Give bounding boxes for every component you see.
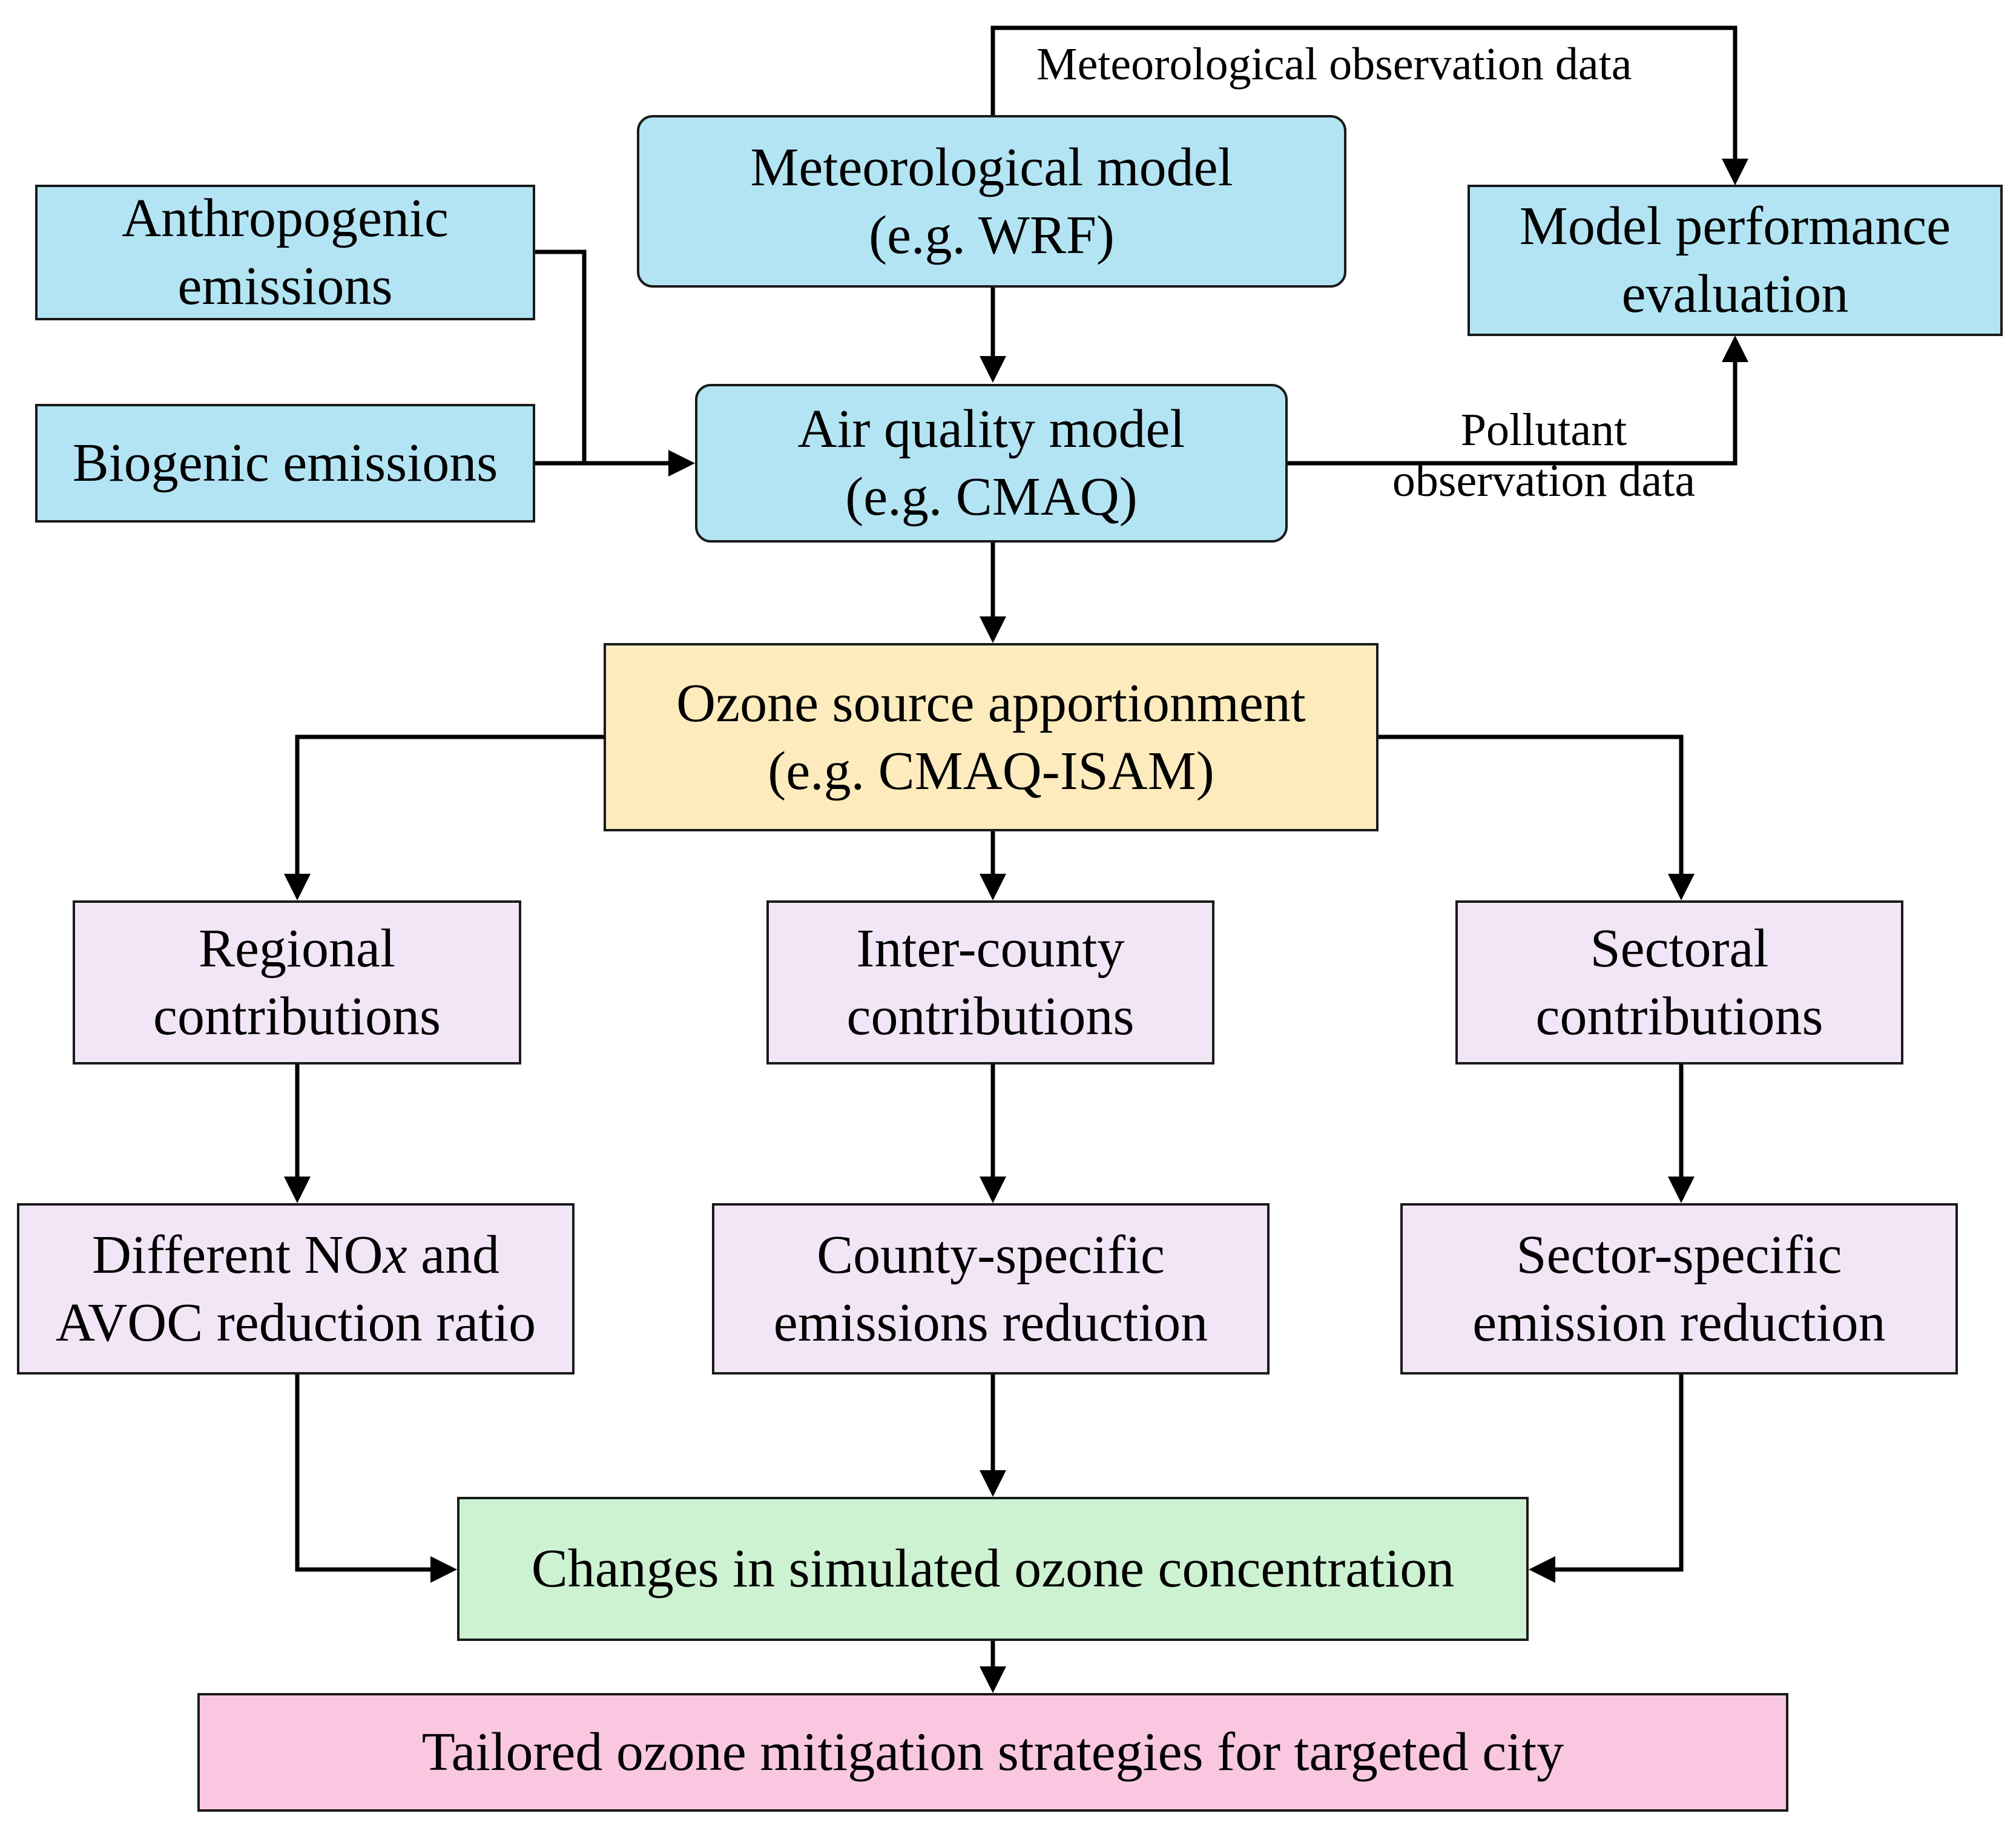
box-text: emission reduction — [1472, 1292, 1886, 1353]
box-text-part: and — [407, 1224, 500, 1285]
arrowhead — [668, 450, 695, 477]
line-anthropogenic — [535, 249, 587, 463]
box-text: (e.g. WRF) — [869, 205, 1115, 265]
box-text: Inter-county — [856, 918, 1125, 979]
arrowhead — [980, 1177, 1006, 1203]
box-text: Tailored ozone mitigation strategies for… — [421, 1722, 1564, 1782]
box-text: emissions — [177, 256, 393, 316]
box-text: Sectoral — [1590, 918, 1769, 979]
county-specific-reduction-box: County-specific emissions reduction — [712, 1203, 1270, 1375]
biogenic-emissions-box: Biogenic emissions — [35, 404, 535, 523]
arrowhead — [1668, 874, 1695, 900]
box-text: Different NOx and — [92, 1221, 499, 1289]
inter-county-contributions-box: Inter-county contributions — [766, 900, 1214, 1064]
model-performance-evaluation-box: Model performance evaluation — [1468, 185, 2003, 336]
box-text: Regional — [199, 918, 395, 979]
pollutant-observation-label: Pollutant observation data — [1374, 404, 1713, 506]
arrow-nox-to-changes — [295, 1375, 433, 1572]
box-text: Changes in simulated ozone concentration — [531, 1539, 1455, 1599]
box-text: contributions — [1535, 986, 1823, 1046]
arrow-apportionment-to-regional — [295, 734, 604, 875]
meteorological-model-box: Meteorological model (e.g. WRF) — [637, 115, 1346, 288]
simulated-ozone-changes-box: Changes in simulated ozone concentration — [457, 1497, 1529, 1641]
arrow-met-obs-to-evaluation — [990, 25, 1738, 162]
nox-avoc-reduction-box: Different NOx and AVOC reduction ratio — [17, 1203, 575, 1375]
box-text: evaluation — [1621, 264, 1849, 324]
anthropogenic-emissions-box: Anthropogenic emissions — [35, 185, 535, 320]
arrowhead — [1668, 1177, 1695, 1203]
air-quality-model-box: Air quality model (e.g. CMAQ) — [695, 384, 1288, 543]
arrowhead — [284, 1177, 311, 1203]
meteorological-observation-label: Meteorological observation data — [1036, 39, 1632, 90]
regional-contributions-box: Regional contributions — [73, 900, 521, 1064]
arrowhead — [1529, 1556, 1555, 1583]
arrow-sector-to-changes — [1553, 1375, 1684, 1572]
label-line: observation data — [1392, 455, 1696, 506]
box-text: Biogenic emissions — [72, 433, 498, 493]
label-line: Pollutant — [1460, 404, 1627, 455]
arrow-apportionment-to-sectoral — [1379, 734, 1684, 875]
box-text: (e.g. CMAQ) — [845, 467, 1138, 527]
box-text-part: Different NO — [91, 1224, 383, 1285]
arrowhead — [430, 1556, 457, 1583]
arrowhead — [980, 616, 1006, 643]
box-text: AVOC reduction ratio — [55, 1292, 536, 1353]
arrowhead — [980, 1470, 1006, 1497]
box-text: Ozone source apportionment — [676, 673, 1306, 733]
box-text: Anthropogenic — [122, 188, 449, 248]
box-text: County-specific — [817, 1224, 1165, 1285]
tailored-strategies-box: Tailored ozone mitigation strategies for… — [197, 1693, 1788, 1812]
box-text: contributions — [153, 986, 441, 1046]
arrowhead — [980, 356, 1006, 383]
box-text: (e.g. CMAQ-ISAM) — [768, 741, 1214, 801]
arrowhead — [284, 874, 311, 900]
box-text-part: x — [383, 1224, 407, 1285]
sector-specific-reduction-box: Sector-specific emission reduction — [1400, 1203, 1958, 1375]
box-text: Model performance — [1519, 196, 1951, 256]
box-text: Meteorological model — [750, 137, 1233, 197]
arrowhead — [1722, 335, 1748, 362]
ozone-source-apportionment-box: Ozone source apportionment (e.g. CMAQ-IS… — [604, 643, 1379, 831]
arrow-pollutant-obs-to-evaluation — [1288, 360, 1738, 466]
box-text: Sector-specific — [1516, 1224, 1842, 1285]
box-text: contributions — [846, 986, 1135, 1046]
box-text: Air quality model — [797, 399, 1185, 459]
box-text: emissions reduction — [773, 1292, 1208, 1353]
sectoral-contributions-box: Sectoral contributions — [1455, 900, 1903, 1064]
arrowhead — [980, 1666, 1006, 1693]
arrowhead — [1722, 159, 1748, 185]
arrowhead — [980, 874, 1006, 900]
